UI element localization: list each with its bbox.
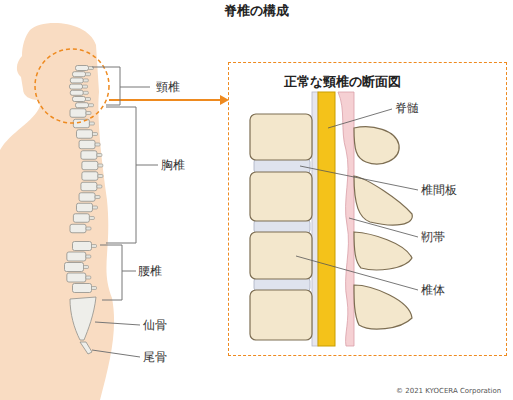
diagram-title: 脊椎の構成 [0,3,513,19]
leader-line [349,218,418,237]
lumbar-vertebra [67,273,86,282]
cervical-vertebra [73,72,86,77]
vertebral-body [250,232,312,279]
sacrum-bone [70,297,96,340]
part-label: 椎体 [421,283,445,297]
region-brackets [92,67,158,357]
thoracic-vertebra [76,130,92,139]
spinous-process [83,79,88,82]
spinous-process [98,175,103,178]
leader-line [328,109,392,128]
spinous-process [89,104,94,107]
thoracic-bracket [106,107,136,243]
spinous-process [97,185,102,188]
spinous-process [97,154,102,157]
thoracic-vertebra [79,140,95,149]
spinous-process [83,91,88,94]
cervical-vertebra [70,84,83,89]
cervical-section [250,92,412,346]
detail-box: 正常な頸椎の断面図 [228,62,507,356]
leader-line [296,256,418,290]
part-label: 椎間板 [421,183,457,197]
leader-line [300,166,418,190]
spinous-process [354,285,412,329]
lumbar-bracket [100,245,122,300]
thoracic-vertebra [82,161,98,170]
part-label: 脊髄 [395,101,419,115]
thoracic-vertebra [81,151,97,160]
lumbar-vertebra [73,242,92,251]
body-silhouette [0,23,114,400]
lumbar-tick [122,271,136,272]
lumbar-vertebra [65,263,84,272]
lumbar-vertebra [73,284,92,293]
part-label: 靭帯 [421,230,445,244]
vertebral-body [250,290,312,340]
spinal-cord [318,92,335,346]
thoracic-vertebra [70,224,86,233]
thoracic-vertebra [79,193,95,202]
box-heading: 正常な頸椎の断面図 [284,74,401,90]
spinous-process [92,245,97,248]
spinous-process [95,196,100,199]
spine [65,66,103,355]
thoracic-vertebra [82,172,98,181]
vertebral-body [250,172,312,221]
spinous-process [354,232,412,270]
cervical-vertebra [70,90,83,95]
spinous-process [92,206,97,209]
cervical-vertebra [70,78,83,83]
spinous-process [83,85,88,88]
spinous-process [86,255,91,258]
region-label: 胸椎 [161,158,185,172]
spinous-process [86,227,91,230]
coccyx-leader [92,350,140,357]
lumbar-vertebra [67,252,86,261]
spinous-process [354,127,399,164]
thoracic-vertebra [76,203,92,212]
cervical-tick [120,87,150,88]
spinous-process [92,287,97,290]
region-label: 仙骨 [143,318,167,332]
spinous-process [86,73,91,76]
thoracic-vertebra [73,214,89,223]
region-label: 頸椎 [156,80,180,94]
spinous-process [86,276,91,279]
sacrum-leader [95,322,140,325]
spinous-process [92,133,97,136]
coccyx-bone [80,342,92,354]
spinous-process [84,266,89,269]
cervical-vertebra [73,97,86,102]
spinous-process [86,112,91,115]
spinous-process [98,164,103,167]
spinous-process [95,143,100,146]
spinous-process [354,176,412,225]
pointer-arrow-line [109,99,222,101]
region-label: 尾骨 [143,350,167,364]
posterior-ligament [312,92,318,346]
cervical-vertebra [76,103,89,108]
section-leaders [296,109,418,290]
thoracic-vertebra [70,109,86,118]
region-label: 腰椎 [138,264,162,278]
vertebral-body [250,114,312,160]
copyright-note: © 2021 KYOCERA Corporation [396,387,501,396]
spinous-process [86,98,91,101]
spinous-process [89,122,94,125]
cervical-bracket [92,67,120,105]
thoracic-tick [136,165,158,166]
cervical-vertebra [76,66,89,71]
thoracic-vertebra [81,182,97,191]
focus-circle [35,49,109,123]
spinous-process [89,217,94,220]
